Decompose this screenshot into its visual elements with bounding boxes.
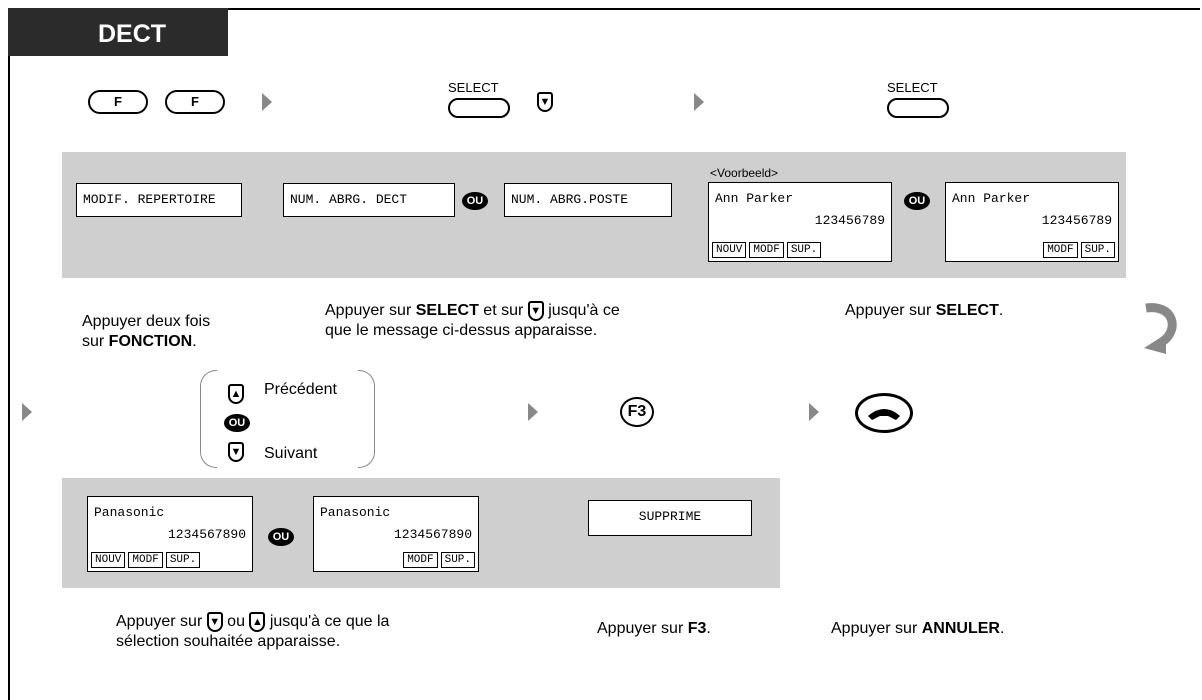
function-key: F bbox=[165, 90, 225, 114]
f3-key: F3 bbox=[620, 397, 654, 427]
handset-icon bbox=[868, 409, 900, 420]
bracket-right bbox=[358, 370, 375, 468]
softkey: MODF bbox=[128, 552, 163, 568]
bracket-left bbox=[200, 370, 217, 468]
continue-arrow-icon bbox=[1144, 303, 1177, 354]
previous-label: Précédent bbox=[264, 381, 337, 398]
lcd-number: 123456789 bbox=[1041, 213, 1112, 228]
example-caption: <Voorbeeld> bbox=[710, 166, 779, 180]
step-key-name: SELECT bbox=[935, 302, 999, 319]
step-text: . bbox=[998, 302, 1004, 319]
step-key-name: SELECT bbox=[415, 302, 479, 320]
softkey: SUP. bbox=[786, 242, 822, 258]
lcd-name: Ann Parker bbox=[715, 191, 794, 206]
lcd-number: 1234567890 bbox=[167, 527, 246, 542]
step-key-name: F3 bbox=[687, 620, 707, 637]
step-text: Appuyer sur bbox=[597, 620, 688, 637]
down-key-icon: ▼ bbox=[527, 301, 544, 321]
or-icon: OU bbox=[224, 414, 250, 432]
lcd-display-example: Ann Parker 123456789 MODF SUP. bbox=[945, 182, 1119, 262]
or-icon: OU bbox=[462, 192, 488, 210]
step-text: Appuyer sur bbox=[831, 620, 922, 637]
select-key bbox=[887, 98, 949, 118]
step-text: Appuyer sur bbox=[116, 613, 207, 631]
lcd-number: 123456789 bbox=[814, 213, 885, 228]
step-arrow-icon bbox=[528, 403, 538, 421]
lcd-name: Ann Parker bbox=[952, 191, 1031, 206]
step-description: Appuyer sur F3. bbox=[597, 619, 711, 639]
softkey: SUP. bbox=[440, 552, 475, 568]
step-text: que le message ci-dessus apparaisse. bbox=[325, 322, 598, 340]
step-description: Appuyer sur ANNULER. bbox=[831, 619, 1004, 639]
step-text: . bbox=[192, 333, 197, 350]
page-title: DECT bbox=[8, 8, 228, 56]
step-text: et sur bbox=[478, 302, 528, 320]
lcd-display: NUM. ABRG. DECT bbox=[283, 183, 455, 217]
down-key-icon: ▼ bbox=[537, 92, 553, 112]
up-key-icon: ▲ bbox=[249, 612, 266, 632]
step-text: jusqu'à ce bbox=[543, 302, 620, 320]
down-key-icon: ▼ bbox=[206, 612, 223, 632]
up-key-icon: ▲ bbox=[228, 384, 244, 404]
softkey: MODF bbox=[749, 242, 784, 258]
next-label: Suivant bbox=[264, 445, 318, 462]
step-text: sur bbox=[82, 333, 109, 350]
lcd-display-example: Ann Parker 123456789 NOUV MODF SUP. bbox=[708, 182, 892, 262]
step-description: Appuyer sur ▼ ou ▲ jusqu'à ce que la sél… bbox=[116, 612, 389, 652]
step-arrow-icon bbox=[694, 93, 704, 111]
lcd-display: SUPPRIME bbox=[588, 500, 752, 536]
softkey: MODF bbox=[403, 552, 438, 568]
step-text: Appuyer deux fois bbox=[82, 313, 211, 330]
step-text: . bbox=[706, 620, 711, 637]
softkey: SUP. bbox=[1080, 242, 1115, 258]
or-icon: OU bbox=[268, 528, 294, 546]
step-text: . bbox=[999, 620, 1005, 637]
lcd-name: Panasonic bbox=[94, 505, 165, 520]
step-key-name: FONCTION bbox=[108, 333, 193, 350]
step-description: Appuyer sur SELECT et sur ▼ jusqu'à ce q… bbox=[325, 301, 620, 341]
step-description: Appuyer sur SELECT. bbox=[845, 301, 1003, 321]
lcd-display-example: Panasonic 1234567890 MODF SUP. bbox=[313, 496, 479, 572]
step-text: sélection souhaitée apparaisse. bbox=[116, 633, 341, 651]
step-arrow-icon bbox=[809, 403, 819, 421]
step-text: ou bbox=[222, 613, 250, 631]
select-key-label: SELECT bbox=[448, 80, 499, 95]
lcd-name: Panasonic bbox=[320, 505, 391, 520]
step-text: Appuyer sur bbox=[325, 302, 416, 320]
step-description: Appuyer deux fois sur FONCTION. bbox=[82, 312, 210, 352]
step-key-name: ANNULER bbox=[921, 620, 1000, 637]
down-key-icon: ▼ bbox=[228, 442, 244, 462]
step-arrow-icon bbox=[22, 403, 32, 421]
lcd-display-example: Panasonic 1234567890 NOUV MODF SUP. bbox=[87, 496, 253, 572]
softkey: NOUV bbox=[712, 242, 747, 258]
step-arrow-icon bbox=[262, 93, 272, 111]
select-key-label: SELECT bbox=[887, 80, 938, 95]
softkey: MODF bbox=[1043, 242, 1078, 258]
function-key: F bbox=[88, 90, 148, 114]
or-icon: OU bbox=[904, 192, 930, 210]
step-text: Appuyer sur bbox=[845, 302, 936, 319]
hang-up-key-icon bbox=[855, 393, 913, 433]
softkey: NOUV bbox=[91, 552, 126, 568]
select-key bbox=[448, 98, 510, 118]
step-text: jusqu'à ce que la bbox=[265, 613, 390, 631]
lcd-number: 1234567890 bbox=[393, 527, 472, 542]
page-frame bbox=[8, 8, 1200, 700]
lcd-display: MODIF. REPERTOIRE bbox=[76, 183, 242, 217]
lcd-display: NUM. ABRG.POSTE bbox=[504, 183, 672, 217]
softkey: SUP. bbox=[165, 552, 201, 568]
